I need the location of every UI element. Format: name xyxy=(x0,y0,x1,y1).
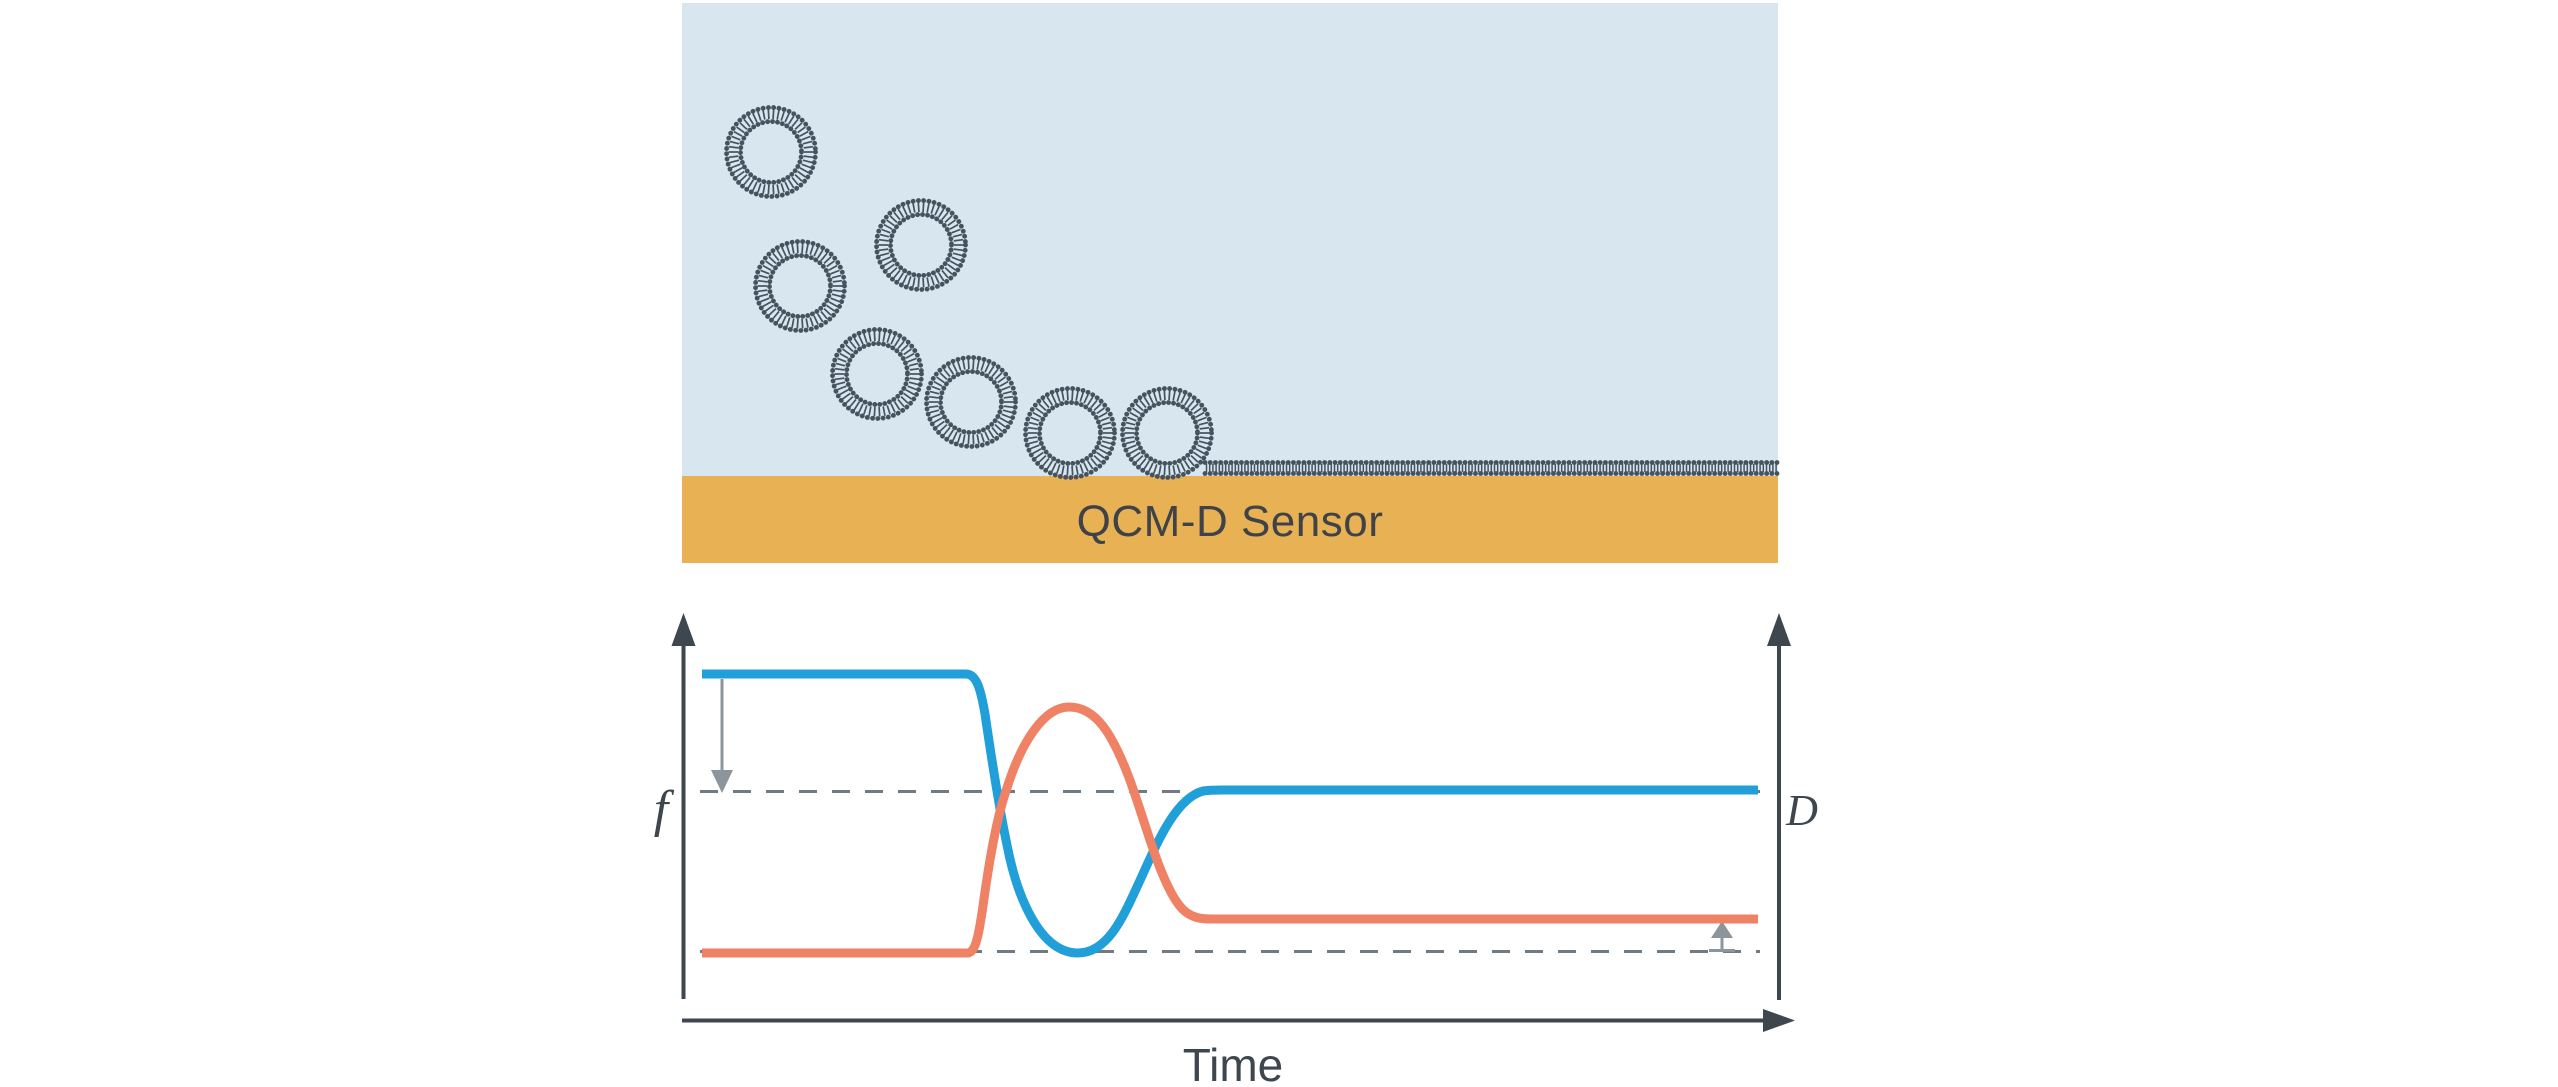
f-axis-label: f xyxy=(654,781,675,838)
vesicle xyxy=(924,355,1018,449)
delta-d-arrow xyxy=(1709,921,1735,952)
vesicle xyxy=(874,198,968,292)
delta-d-arrowhead xyxy=(1711,921,1733,938)
sensor-label: QCM-D Sensor xyxy=(1077,497,1384,546)
time-axis-arrowhead xyxy=(1763,1009,1795,1032)
frequency-curve xyxy=(702,669,1758,958)
time-axis-label: Time xyxy=(1183,1039,1284,1087)
dissipation-curve xyxy=(702,702,1758,958)
left-axis-arrowhead xyxy=(671,613,696,646)
right-axis-arrowhead xyxy=(1767,613,1791,646)
vesicle xyxy=(753,239,847,333)
vesicles-group xyxy=(724,105,1214,480)
supported-lipid-bilayer xyxy=(1202,460,1780,476)
vesicle xyxy=(724,105,818,199)
delta-f-arrow xyxy=(711,679,733,793)
vesicle xyxy=(830,327,924,421)
right-axis xyxy=(1767,613,1791,1000)
bilayer-membrane xyxy=(1202,460,1780,476)
time-axis xyxy=(682,1009,1795,1032)
delta-f-arrowhead xyxy=(711,770,733,793)
sensor-bar xyxy=(682,476,1778,563)
vesicle xyxy=(1120,386,1214,480)
d-axis-label: D xyxy=(1785,786,1818,835)
vesicle xyxy=(1023,386,1117,480)
left-axis xyxy=(671,613,696,999)
liquid-region xyxy=(682,3,1778,563)
